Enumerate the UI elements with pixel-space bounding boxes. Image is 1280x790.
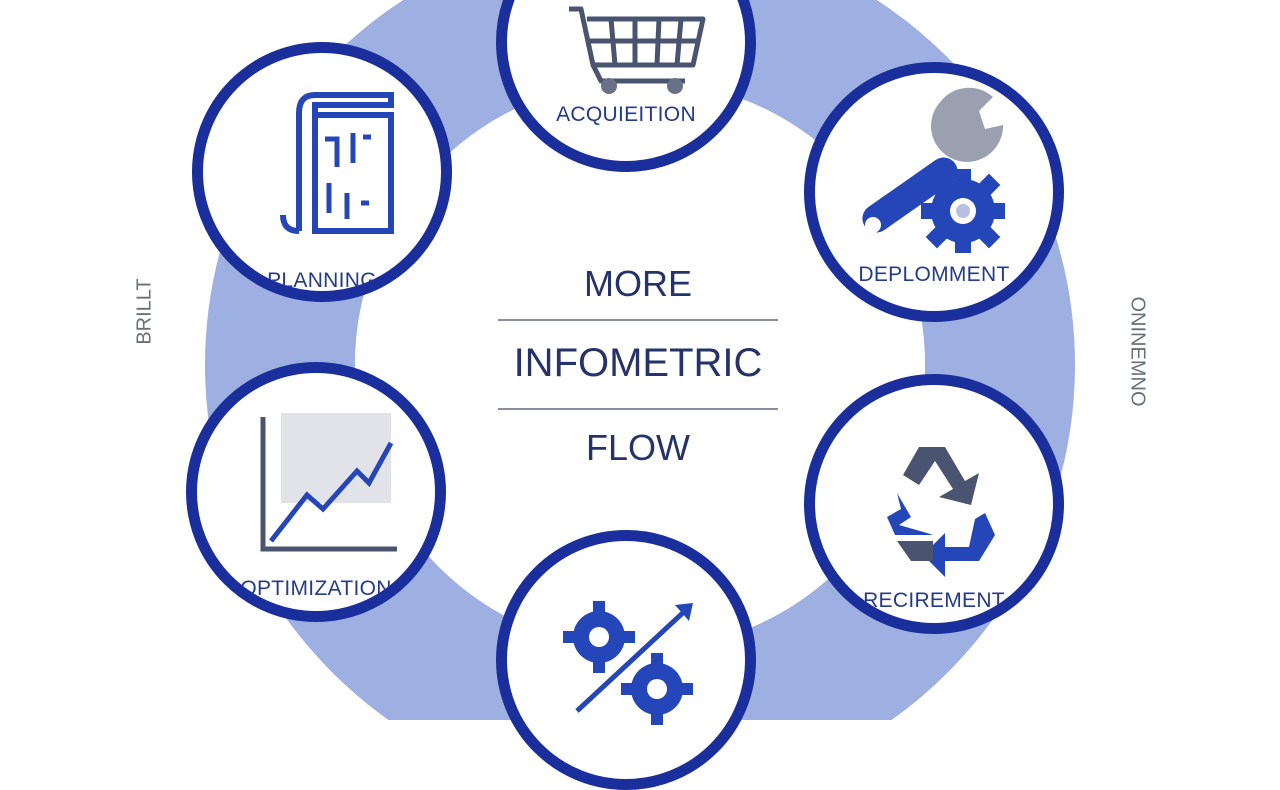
line-chart-icon [260, 413, 397, 552]
stage-label-retirement: RECIREMENT [863, 589, 1005, 612]
wrench-gear-icon [862, 87, 1005, 253]
center-title: MORE INFOMETRIC FLOW [496, 255, 780, 475]
blueprint-icon [280, 92, 394, 234]
stage-label-planning: PLANNING [267, 269, 377, 292]
stage-label-deployment: DEPLOMMENT [858, 263, 1010, 286]
stage-retirement[interactable]: RECIREMENT [804, 374, 1064, 634]
stage-acquisition[interactable]: ACQUIEITION [496, 0, 756, 172]
stage-deployment[interactable]: DEPLOMMENT [804, 62, 1064, 322]
stage-planning[interactable]: PLANNING [192, 42, 452, 302]
gears-arrow-icon [563, 601, 693, 725]
center-line-3: FLOW [586, 427, 690, 468]
stage-optimization[interactable]: OPTIMIZATION [186, 362, 446, 622]
stage-label-optimization: OPTIMIZATION [240, 577, 392, 600]
center-line-1: MORE [584, 263, 692, 304]
divider-top [498, 319, 778, 321]
shopping-cart-icon [569, 6, 706, 94]
recycle-icon [887, 447, 995, 577]
stage-label-acquisition: ACQUIEITION [556, 103, 696, 126]
side-label-left: BRILLT [133, 278, 156, 345]
divider-bottom [498, 408, 778, 410]
side-label-right: ONINEMNO [1126, 296, 1149, 407]
center-line-2: INFOMETRIC [513, 341, 763, 385]
stage-bottom[interactable] [496, 530, 756, 790]
